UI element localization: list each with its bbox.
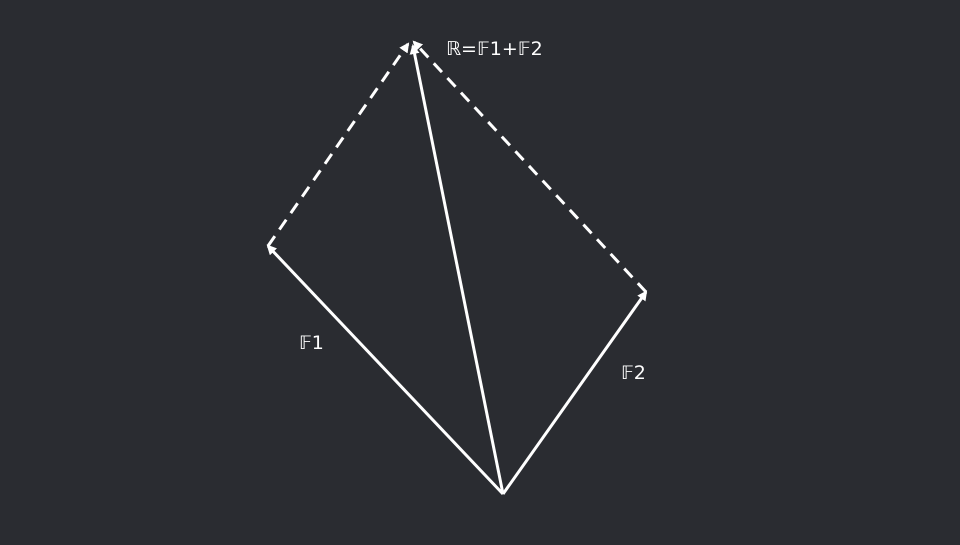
dashed-f2-to-resultant — [412, 40, 648, 294]
vector-f2 — [501, 290, 648, 495]
f2-label: 𝔽2 — [621, 362, 646, 384]
f1-label: 𝔽1 — [299, 332, 324, 354]
resultant-label: ℝ=𝔽1+𝔽2 — [446, 38, 543, 60]
vector-f1 — [266, 244, 505, 496]
dashed-f1-to-resultant — [266, 42, 410, 247]
vector-resultant — [409, 44, 505, 495]
